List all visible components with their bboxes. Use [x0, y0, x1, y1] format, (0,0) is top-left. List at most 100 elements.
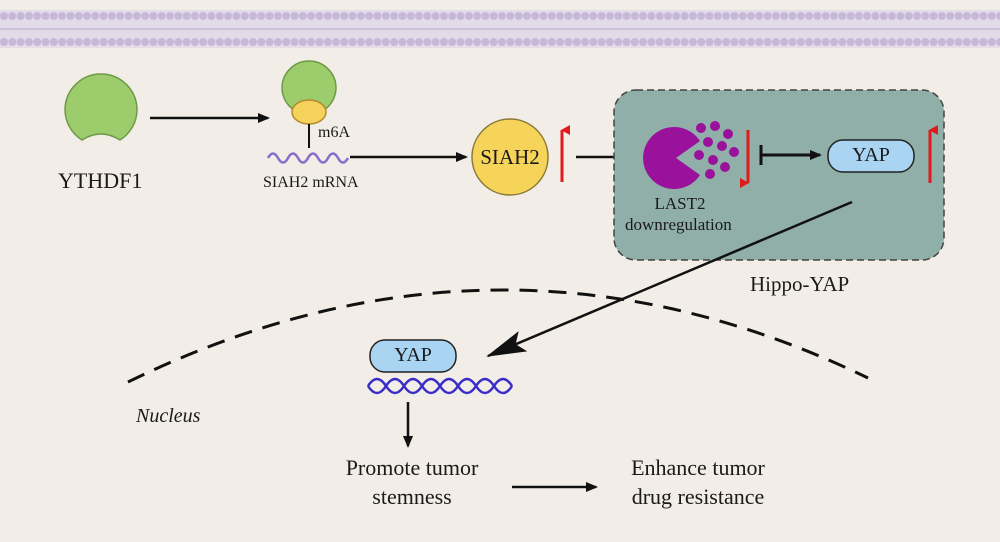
- membrane-lipid-head: [149, 12, 158, 20]
- membrane-lipid-head: [49, 38, 58, 46]
- membrane-lipid-head: [838, 38, 847, 46]
- membrane-lipid-head: [556, 38, 565, 46]
- membrane-lipid-head: [904, 38, 913, 46]
- membrane-lipid-head: [373, 12, 382, 20]
- membrane-lipid-head: [946, 12, 955, 20]
- yap-cytoplasm-label: YAP: [852, 144, 890, 166]
- membrane-lipid-head: [439, 12, 448, 20]
- membrane-lipid-head: [489, 12, 498, 20]
- membrane-lipid-head: [655, 12, 664, 20]
- membrane-lipid-head: [647, 38, 656, 46]
- membrane-lipid-head: [854, 38, 863, 46]
- promote-stemness-line2: stemness: [372, 484, 452, 509]
- membrane-lipid-head: [423, 38, 432, 46]
- membrane-lipid-head: [0, 38, 8, 46]
- cell-membrane: [0, 10, 1000, 48]
- membrane-lipid-head: [249, 12, 257, 20]
- membrane-lipid-head: [705, 12, 714, 20]
- membrane-lipid-head: [838, 12, 847, 20]
- membrane-lipid-head: [564, 12, 573, 20]
- membrane-lipid-head: [498, 12, 506, 20]
- membrane-lipid-head: [207, 12, 216, 20]
- promote-stemness-line1: Promote tumor: [345, 455, 479, 480]
- membrane-lipid-head: [514, 38, 523, 46]
- membrane-lipid-head: [979, 38, 988, 46]
- membrane-lipid-head: [99, 38, 108, 46]
- membrane-lipid-head: [74, 38, 83, 46]
- membrane-lipid-head: [91, 38, 100, 46]
- membrane-lipid-head: [614, 38, 623, 46]
- membrane-lipid-head: [597, 38, 606, 46]
- membrane-lipid-head: [763, 38, 772, 46]
- membrane-lipid-head: [722, 38, 731, 46]
- membrane-lipid-head: [481, 38, 490, 46]
- membrane-lipid-head: [788, 38, 797, 46]
- membrane-lipid-head: [282, 12, 291, 20]
- membrane-lipid-head: [722, 12, 731, 20]
- membrane-lipid-head: [987, 38, 996, 46]
- membrane-lipid-head: [307, 38, 316, 46]
- membrane-lipid-head: [506, 38, 515, 46]
- membrane-lipid-head: [771, 12, 780, 20]
- membrane-lipid-head: [730, 12, 739, 20]
- membrane-lipid-head: [622, 12, 631, 20]
- hippo-yap-label: Hippo-YAP: [750, 272, 850, 296]
- membrane-lipid-head: [639, 38, 648, 46]
- membrane-lipid-head: [99, 12, 108, 20]
- membrane-lipid-head: [805, 38, 814, 46]
- membrane-lipid-head: [91, 12, 100, 20]
- membrane-lipid-head: [456, 38, 465, 46]
- membrane-lipid-head: [390, 38, 399, 46]
- membrane-lipid-head: [547, 38, 556, 46]
- membrane-lipid-head: [539, 12, 548, 20]
- last2-dots: [694, 121, 739, 179]
- membrane-lipid-head: [0, 12, 8, 20]
- membrane-lipid-head: [522, 12, 531, 20]
- membrane-lipid-head: [921, 12, 930, 20]
- membrane-lipid-head: [439, 38, 448, 46]
- ythdf1-label: YTHDF1: [58, 168, 143, 193]
- membrane-lipid-head: [647, 12, 656, 20]
- membrane-lipid-head: [365, 38, 374, 46]
- membrane-lipid-head: [74, 12, 83, 20]
- nuclear-envelope: [127, 288, 869, 384]
- membrane-lipid-head: [830, 38, 838, 46]
- membrane-lipid-head: [323, 38, 332, 46]
- membrane-lipid-head: [581, 38, 589, 46]
- membrane-lipid-head: [8, 12, 17, 20]
- membrane-lipid-head: [132, 38, 141, 46]
- membrane-lipid-head: [298, 38, 307, 46]
- membrane-lipid-head: [224, 12, 233, 20]
- membrane-lipid-head: [66, 12, 75, 20]
- membrane-lipid-head: [290, 38, 299, 46]
- membrane-lipid-head: [373, 38, 382, 46]
- membrane-lipid-head: [771, 38, 780, 46]
- membrane-lipid-head: [813, 12, 822, 20]
- membrane-lipid-head: [747, 12, 755, 20]
- dna-helix: [366, 377, 514, 395]
- membrane-lipid-head: [913, 12, 921, 20]
- membrane-lipid-head: [232, 38, 241, 46]
- membrane-lipid-head: [298, 12, 307, 20]
- membrane-lipid-head: [738, 12, 747, 20]
- yap-cytoplasm-pill: [827, 139, 915, 173]
- membrane-lipid-head: [805, 12, 814, 20]
- membrane-lipid-head: [962, 38, 971, 46]
- siah2-circle: [471, 118, 549, 196]
- membrane-lipid-head: [755, 38, 764, 46]
- membrane-lipid-head: [473, 12, 482, 20]
- membrane-lipid-head: [415, 12, 423, 20]
- membrane-lipid-head: [713, 38, 722, 46]
- membrane-lipid-head: [166, 12, 174, 20]
- membrane-lipid-head: [215, 12, 224, 20]
- membrane-lipid-head: [996, 12, 1000, 20]
- enhance-resistance-line1: Enhance tumor: [631, 455, 765, 480]
- downregulation-label: downregulation: [625, 215, 732, 234]
- membrane-lipid-head: [664, 38, 672, 46]
- membrane-lipid-head: [33, 38, 42, 46]
- membrane-lipid-head: [796, 12, 805, 20]
- membrane-lipid-head: [83, 38, 91, 46]
- membrane-lipid-head: [830, 12, 838, 20]
- membrane-lipid-head: [763, 12, 772, 20]
